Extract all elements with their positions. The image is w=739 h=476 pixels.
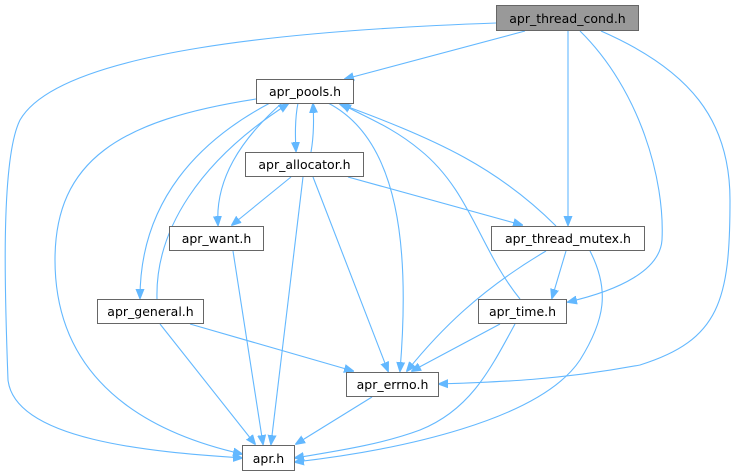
- edge-allocator-to-pools: [311, 104, 314, 153]
- edge-general-to-pools: [156, 104, 288, 300]
- node-apr-thread-mutex[interactable]: apr_thread_mutex.h: [491, 226, 645, 251]
- node-apr-errno[interactable]: apr_errno.h: [346, 372, 439, 397]
- edge-cond-to-time: [568, 30, 663, 302]
- edge-time-to-errno: [412, 323, 501, 371]
- node-apr-general[interactable]: apr_general.h: [97, 299, 204, 324]
- node-apr-thread-cond[interactable]: apr_thread_cond.h: [496, 5, 639, 31]
- edge-errno-to-apr: [296, 396, 373, 444]
- edge-pools-to-want: [218, 102, 283, 225]
- edge-mutex-to-apr: [295, 250, 603, 462]
- edge-allocator-to-apr: [271, 176, 304, 444]
- edge-pools-to-errno: [327, 102, 403, 371]
- edge-general-to-errno: [189, 323, 353, 371]
- node-apr[interactable]: apr.h: [242, 445, 295, 471]
- node-apr-pools[interactable]: apr_pools.h: [256, 79, 354, 104]
- edge-pools-to-general: [140, 102, 271, 298]
- edge-time-to-apr: [295, 323, 516, 458]
- edge-cond-to-apr: [4, 22, 497, 458]
- edge-mutex-to-time: [552, 250, 567, 298]
- edge-cond-to-pools: [345, 30, 526, 79]
- edge-pools-to-allocator: [295, 102, 298, 151]
- edge-pools-to-apr: [54, 98, 257, 454]
- edge-allocator-to-errno: [312, 176, 388, 371]
- edge-allocator-to-want: [232, 176, 292, 225]
- node-apr-time[interactable]: apr_time.h: [478, 299, 567, 324]
- edge-allocator-to-thread-mutex: [347, 176, 522, 225]
- edge-want-to-apr: [232, 250, 263, 444]
- node-apr-allocator[interactable]: apr_allocator.h: [245, 152, 364, 177]
- edge-general-to-apr: [159, 323, 255, 444]
- edge-mutex-to-errno: [407, 250, 547, 371]
- edge-time-to-pools: [342, 104, 521, 300]
- edge-cond-to-errno: [439, 30, 731, 384]
- edge-mutex-to-pools: [340, 104, 557, 227]
- node-apr-want[interactable]: apr_want.h: [169, 226, 264, 251]
